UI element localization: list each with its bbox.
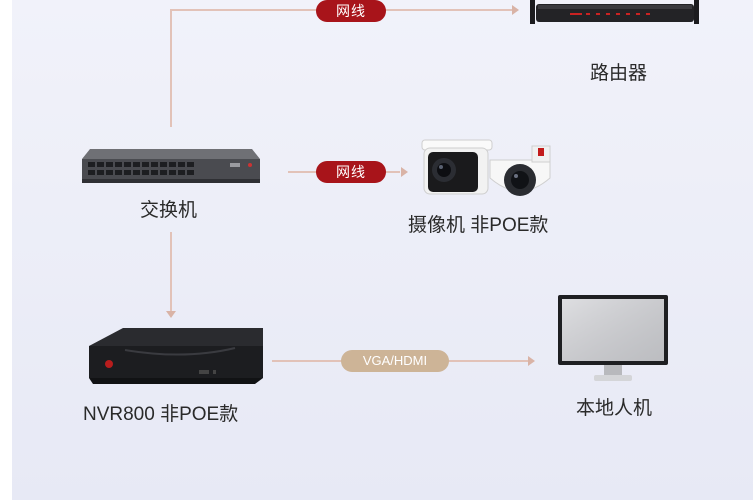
camera-link-pill: 网线 [316, 161, 386, 183]
router-label: 路由器 [590, 63, 648, 84]
camera-arrow [401, 167, 408, 177]
camera-label: 摄像机 非POE款 [408, 215, 549, 236]
switch-label: 交换机 [140, 200, 198, 221]
router-arrow [512, 5, 519, 15]
display-link-pill: VGA/HDMI [341, 350, 449, 372]
monitor-icon [558, 295, 668, 381]
camera-icon [421, 139, 551, 196]
router-icon [530, 0, 699, 24]
diagram-background [12, 0, 753, 500]
monitor-label: 本地人机 [576, 398, 653, 419]
switch-vertical-up-line [170, 9, 172, 127]
switch-to-nvr-line [170, 232, 172, 312]
router-link-pill: 网线 [316, 0, 386, 22]
monitor-arrow [528, 356, 535, 366]
nvr-label: NVR800 非POE款 [83, 404, 239, 425]
nvr-arrow [166, 311, 176, 318]
nvr-icon [89, 328, 263, 384]
switch-icon [82, 149, 260, 183]
